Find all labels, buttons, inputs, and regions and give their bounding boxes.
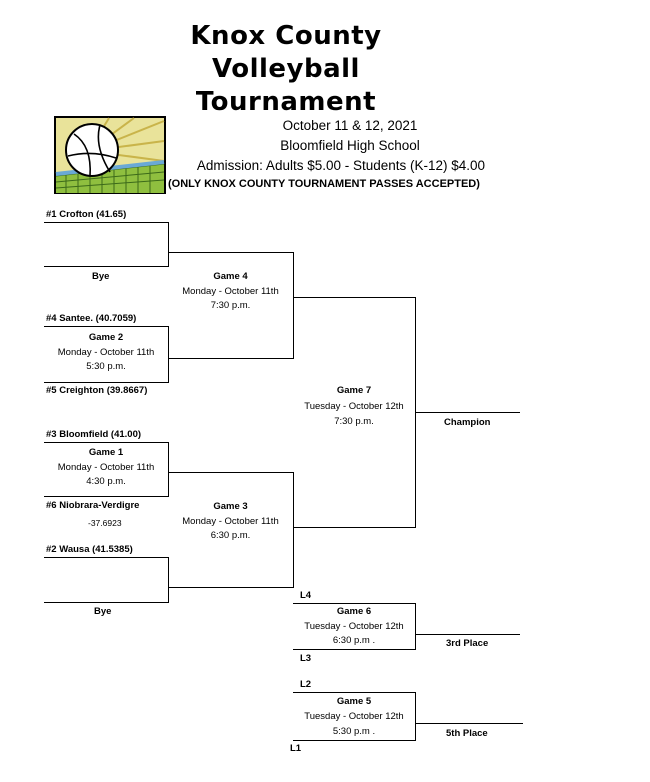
team-santee: #4 Santee. (40.7059) xyxy=(46,313,137,324)
game-7-time: 7:30 p.m. xyxy=(334,416,374,427)
bracket-line xyxy=(293,472,294,588)
game-4-day: Monday - October 11th xyxy=(182,286,279,297)
bye-top: Bye xyxy=(92,271,110,282)
bracket-line xyxy=(44,557,169,558)
bracket-line xyxy=(415,603,416,650)
admission-prices: Admission: Adults $5.00 - Students (K-12… xyxy=(196,158,486,173)
third-place-line xyxy=(415,634,520,635)
team-niobrara-verdigre: #6 Niobrara-Verdigre xyxy=(46,500,140,511)
bracket-line xyxy=(168,472,294,473)
bracket-line xyxy=(44,382,169,383)
bracket-line xyxy=(168,358,294,359)
loser-label-l2: L2 xyxy=(300,679,312,690)
team-niobrara-score: -37.6923 xyxy=(88,518,122,528)
bracket-line xyxy=(44,326,169,327)
bracket-line xyxy=(44,496,169,497)
bracket-line xyxy=(44,266,169,267)
game-4-time: 7:30 p.m. xyxy=(210,300,251,311)
game-1-time: 4:30 p.m. xyxy=(86,476,126,487)
bracket-line xyxy=(293,252,294,359)
bracket-line xyxy=(168,557,169,603)
bracket-line xyxy=(168,222,169,267)
bracket-line xyxy=(415,692,416,741)
champion-line xyxy=(415,412,520,413)
title-line-3: Tournament xyxy=(195,87,377,117)
game-5-title: Game 5 xyxy=(336,696,372,707)
game-3-day: Monday - October 11th xyxy=(182,516,279,527)
team-crofton: #1 Crofton (41.65) xyxy=(46,209,127,220)
loser-label-l3: L3 xyxy=(300,653,312,664)
game-2-time: 5:30 p.m. xyxy=(86,361,126,372)
fifth-place-line xyxy=(415,723,523,724)
passes-note: (ONLY KNOX COUNTY TOURNAMENT PASSES ACCE… xyxy=(168,178,480,190)
game-2-day: Monday - October 11th xyxy=(57,347,155,358)
game-6-day: Tuesday - October 12th xyxy=(304,621,404,632)
tournament-dates: October 11 & 12, 2021 xyxy=(282,118,418,133)
bracket-line xyxy=(293,527,416,528)
title-line-1: Knox County xyxy=(190,21,382,51)
third-place-label: 3rd Place xyxy=(446,638,489,649)
bracket-line xyxy=(44,442,169,443)
bracket-line xyxy=(293,297,416,298)
game-6-title: Game 6 xyxy=(336,606,372,617)
bracket-line xyxy=(168,252,294,253)
game-7-title: Game 7 xyxy=(336,385,372,396)
bracket-line xyxy=(168,587,294,588)
bracket-line xyxy=(44,222,169,223)
game-2-title: Game 2 xyxy=(88,332,124,343)
bracket-line xyxy=(168,326,169,383)
game-1-day: Monday - October 11th xyxy=(57,462,155,473)
bracket-line xyxy=(293,740,416,741)
title-line-2: Volleyball xyxy=(212,54,360,84)
bracket-line xyxy=(168,442,169,497)
tournament-title: Knox County Volleyball Tournament xyxy=(156,20,416,119)
bracket-line xyxy=(293,649,416,650)
volleyball-logo-icon xyxy=(54,116,166,194)
champion-label: Champion xyxy=(444,417,491,428)
tournament-location: Bloomfield High School xyxy=(280,138,420,153)
bracket-line xyxy=(293,692,416,693)
game-3-time: 6:30 p.m. xyxy=(210,530,251,541)
game-1-title: Game 1 xyxy=(88,447,124,458)
team-creighton: #5 Creighton (39.8667) xyxy=(46,385,148,396)
game-5-day: Tuesday - October 12th xyxy=(304,711,404,722)
game-4-title: Game 4 xyxy=(213,271,248,282)
game-3-title: Game 3 xyxy=(213,501,248,512)
game-6-time: 6:30 p.m . xyxy=(332,635,376,646)
game-7-day: Tuesday - October 12th xyxy=(304,401,404,412)
bye-bottom: Bye xyxy=(94,606,112,617)
fifth-place-label: 5th Place xyxy=(446,728,488,739)
team-bloomfield: #3 Bloomfield (41.00) xyxy=(46,429,142,440)
bracket-line xyxy=(293,603,416,604)
loser-label-l1: L1 xyxy=(290,743,302,754)
loser-label-l4: L4 xyxy=(300,590,312,601)
bracket-line xyxy=(44,602,169,603)
team-wausa: #2 Wausa (41.5385) xyxy=(46,544,133,555)
game-5-time: 5:30 p.m . xyxy=(332,726,376,737)
